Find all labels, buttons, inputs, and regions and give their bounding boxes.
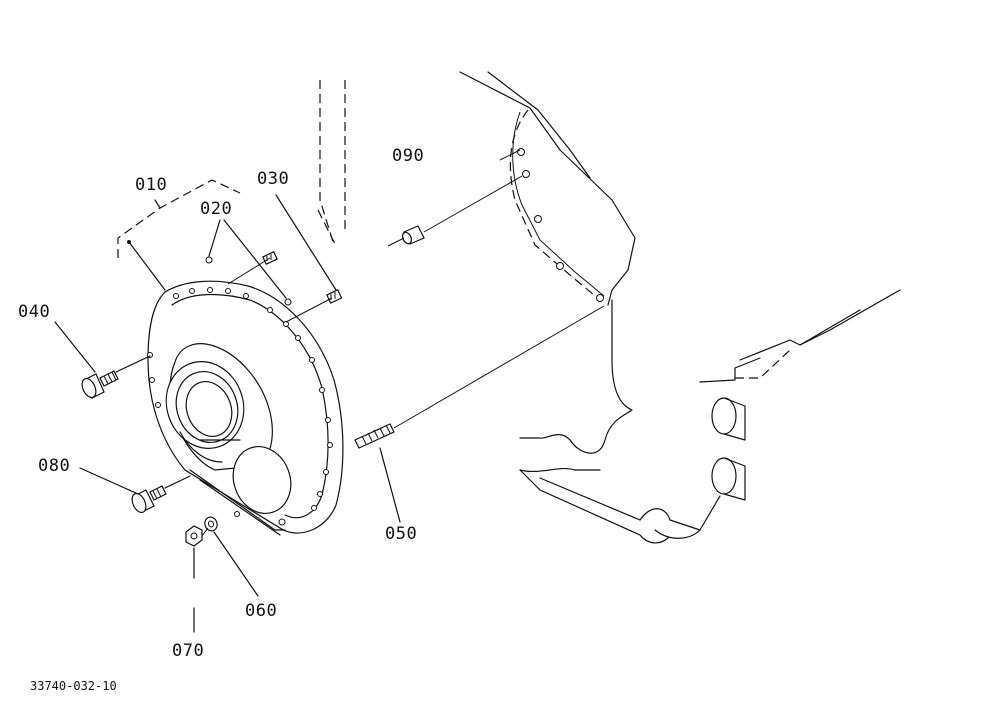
callout-labels: 010 020 030 040 050 060 070 080 090 — [18, 146, 424, 661]
center-lines — [317, 80, 346, 247]
part-020-pins — [205, 256, 292, 306]
part-070-nut — [185, 525, 203, 547]
callout-030: 030 — [257, 169, 289, 189]
callout-060: 060 — [245, 601, 277, 621]
callout-070: 070 — [172, 641, 204, 661]
part-090-dowel-pin — [401, 225, 425, 245]
part-040-bolt — [81, 370, 119, 399]
callout-010: 010 — [135, 175, 167, 195]
cover-bolt-holes — [147, 287, 333, 526]
callout-020: 020 — [200, 199, 232, 219]
gear-case-cover — [127, 240, 344, 536]
flange-hole — [556, 262, 564, 270]
flange-hole — [517, 148, 525, 156]
callout-090: 090 — [392, 146, 424, 166]
part-030-bolt — [326, 289, 343, 304]
bearing-bore — [165, 361, 245, 449]
flange-hole — [534, 215, 542, 223]
gear-case-housing — [459, 71, 901, 544]
flange-hole — [522, 170, 530, 178]
part-050-stud — [354, 423, 395, 449]
boss-upper — [711, 397, 737, 435]
boss-lower — [711, 457, 737, 495]
flange-hole — [596, 294, 604, 302]
lower-boss — [232, 446, 292, 514]
callout-080: 080 — [38, 456, 70, 476]
callout-050: 050 — [385, 524, 417, 544]
part-080-bolt — [131, 485, 167, 514]
leader-lines — [54, 149, 605, 633]
part-060-washer — [204, 516, 218, 532]
callout-040: 040 — [18, 302, 50, 322]
drawing-number: 33740-032-10 — [30, 679, 117, 693]
